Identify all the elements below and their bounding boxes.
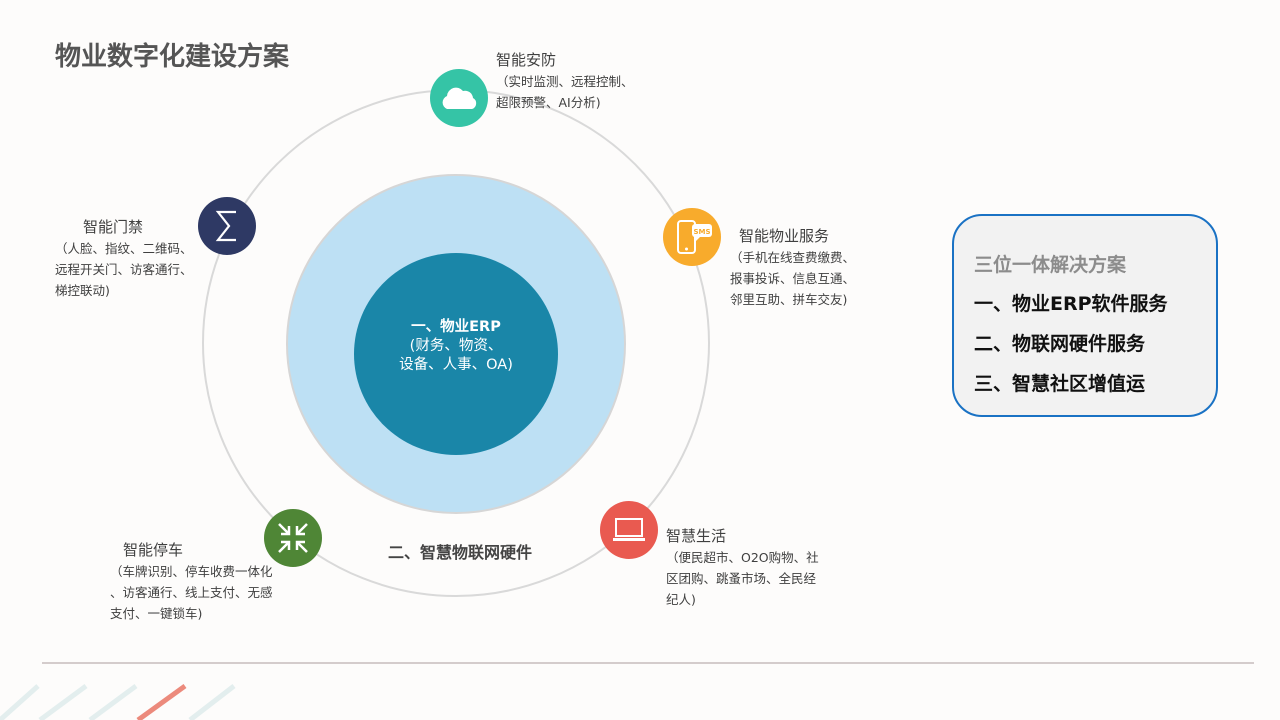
sms-text: SMS — [693, 228, 710, 236]
access-label: 智能门禁 — [83, 218, 144, 236]
desc-line: 远程开关门、访客通行、 — [55, 262, 193, 277]
core-line: 设备、人事、OA) — [399, 357, 513, 373]
phone-sms-icon: SMS — [663, 208, 721, 266]
desc-line: 区团购、跳蚤市场、全民经 — [666, 571, 817, 586]
summary-item: 三、智慧社区增值运 — [974, 373, 1146, 395]
parking-label: 智能停车 — [123, 541, 184, 559]
life-desc: （便民超市、O2O购物、社 区团购、跳蚤市场、全民经 纪人) — [666, 547, 819, 610]
desc-line: 报事投诉、信息互通、 — [730, 271, 856, 286]
service-desc: （手机在线查费缴费、 报事投诉、信息互通、 邻里互助、拼车交友) — [730, 247, 855, 310]
desc-line: 超限预警、AI分析) — [496, 95, 601, 110]
desc-line: 、访客通行、线上支付、无感 — [110, 585, 273, 600]
laptop-icon — [600, 501, 658, 559]
summary-item: 一、物业ERP软件服务 — [974, 293, 1168, 315]
core-text: 一、物业ERP (财务、物资、 设备、人事、OA) — [354, 318, 558, 375]
desc-line: 邻里互助、拼车交友) — [730, 292, 848, 307]
core-line: (财务、物资、 — [409, 338, 503, 354]
desc-line: （便民超市、O2O购物、社 — [666, 550, 819, 565]
desc-line: 支付、一键锁车) — [110, 606, 203, 621]
core-title: 一、物业ERP — [411, 319, 501, 335]
desc-line: （实时监测、远程控制、 — [496, 74, 634, 89]
summary-item: 二、物联网硬件服务 — [974, 333, 1146, 355]
sigma-icon — [198, 197, 256, 255]
arrows-in-icon — [264, 509, 322, 567]
service-label: 智能物业服务 — [739, 227, 830, 245]
summary-heading: 三位一体解决方案 — [974, 254, 1127, 276]
middle-circle — [286, 174, 626, 514]
decorative-stripes — [0, 683, 236, 720]
desc-line: （车牌识别、停车收费一体化 — [110, 564, 273, 579]
desc-line: （手机在线查费缴费、 — [730, 250, 856, 265]
security-label: 智能安防 — [496, 51, 557, 69]
iot-label: 二、智慧物联网硬件 — [388, 543, 533, 562]
life-label: 智慧生活 — [666, 527, 727, 545]
footer-divider — [42, 662, 1254, 664]
cloud-icon — [430, 69, 488, 127]
desc-line: （人脸、指纹、二维码、 — [55, 241, 193, 256]
desc-line: 纪人) — [666, 592, 696, 607]
page-title: 物业数字化建设方案 — [55, 42, 290, 72]
access-desc: （人脸、指纹、二维码、 远程开关门、访客通行、 梯控联动) — [55, 238, 193, 301]
core-circle — [354, 253, 558, 455]
summary-box: 三位一体解决方案 一、物业ERP软件服务 二、物联网硬件服务 三、智慧社区增值运 — [952, 214, 1218, 417]
parking-desc: （车牌识别、停车收费一体化 、访客通行、线上支付、无感 支付、一键锁车) — [110, 561, 273, 624]
desc-line: 梯控联动) — [55, 283, 110, 298]
security-desc: （实时监测、远程控制、 超限预警、AI分析) — [496, 71, 634, 113]
